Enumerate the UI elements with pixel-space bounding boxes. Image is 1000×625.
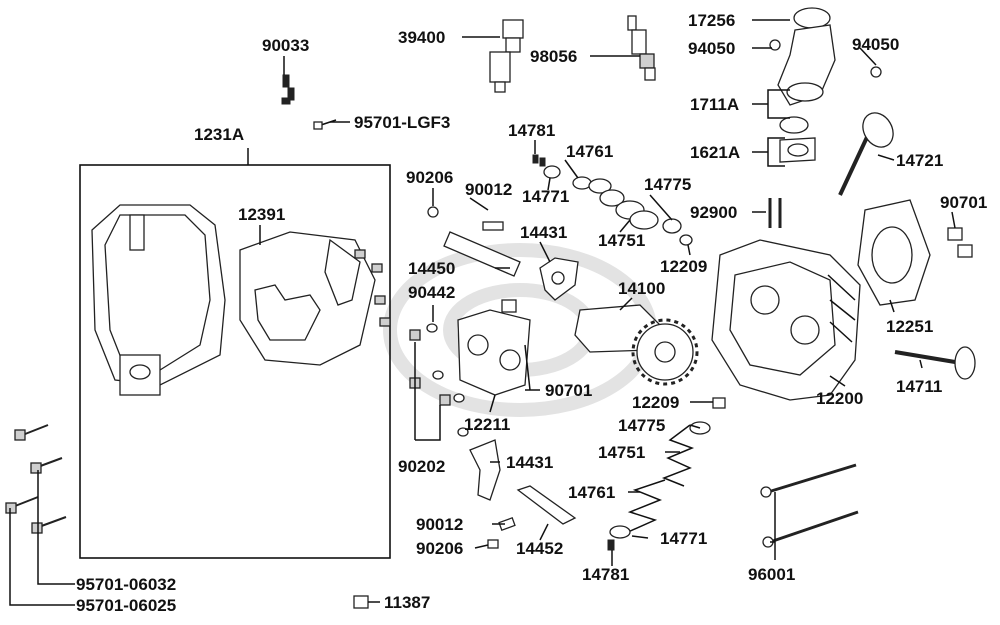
label-14781-upper: 14781 [508,121,555,140]
label-90012-upper: 90012 [465,180,512,199]
label-90701-lower: 90701 [545,381,592,400]
part-labels: 90033 39400 98056 17256 94050 94050 1711… [76,11,987,615]
label-14775-lower: 14775 [618,416,665,435]
label-90033: 90033 [262,36,309,55]
valve-springs-upper [572,176,693,246]
label-14751-lower: 14751 [598,443,645,462]
label-14771-lower: 14771 [660,529,707,548]
bolt-95701-lgf3 [313,119,337,130]
label-14450: 14450 [408,259,455,278]
stud-bolts [768,198,782,228]
label-92900: 92900 [690,203,737,222]
clip-part [353,595,369,609]
cover-gasket [239,231,376,366]
label-14431-upper: 14431 [520,223,567,242]
temperature-sensor [489,19,524,93]
label-12391: 12391 [238,205,285,224]
label-14761-lower: 14761 [568,483,615,502]
label-14761-upper: 14761 [566,142,613,161]
camshaft-holder [457,299,531,396]
label-95701-06025: 95701-06025 [76,596,176,615]
cylinder-head [711,239,861,401]
label-14711: 14711 [896,377,942,396]
label-11387: 11387 [384,593,430,612]
cylinder-head-gasket [857,199,931,306]
label-14771-upper: 14771 [522,187,569,206]
dowel-pins-right [947,227,973,258]
label-39400: 39400 [398,28,445,47]
rocker-arm-upper [539,257,579,301]
leader-lines [9,19,956,606]
pin-and-bolt-lower [487,517,516,549]
rocker-shaft-upper [427,206,521,277]
label-17256: 17256 [688,11,735,30]
label-90202: 90202 [398,457,445,476]
label-90206-lower: 90206 [416,539,463,558]
camshaft-sprocket [574,304,699,386]
spark-plug [627,15,656,81]
label-14452: 14452 [516,539,563,558]
label-96001: 96001 [748,565,795,584]
label-90012-lower: 90012 [416,515,463,534]
intake-manifold [769,7,882,106]
label-14100: 14100 [618,279,665,298]
label-12211: 12211 [464,415,510,434]
label-90206-upper: 90206 [406,168,453,187]
cover-bolts-left [5,424,67,534]
label-1621a: 1621A [690,143,740,162]
label-14431-lower: 14431 [506,453,553,472]
intake-valve [838,112,894,196]
label-12209-lower: 12209 [632,393,679,412]
cover-group-frame [79,164,391,559]
label-14751-upper: 14751 [598,231,645,250]
valve-springs-lower [607,397,726,551]
label-1711a: 1711A [690,95,739,114]
label-90442: 90442 [408,283,455,302]
valve-keepers-upper [532,154,561,179]
label-12200: 12200 [816,389,863,408]
label-95701-lgf3: 95701-LGF3 [354,113,450,132]
bolt-set-90033 [281,74,295,105]
label-98056: 98056 [530,47,577,66]
label-94050-right: 94050 [852,35,899,54]
label-12251: 12251 [886,317,933,336]
label-94050-left: 94050 [688,39,735,58]
label-14721: 14721 [896,151,943,170]
exhaust-valve [894,346,976,380]
cylinder-head-cover [91,204,226,396]
rocker-arm-lower [469,439,501,501]
rocker-shaft-lower [516,485,577,525]
cover-dowel-pins [354,249,391,327]
label-1231a: 1231A [194,125,244,144]
label-14775-upper: 14775 [644,175,691,194]
intake-insulator [779,116,816,163]
label-14781-lower: 14781 [582,565,629,584]
label-12209-upper: 12209 [660,257,707,276]
label-95701-06032: 95701-06032 [76,575,176,594]
label-90701-right: 90701 [940,193,987,212]
